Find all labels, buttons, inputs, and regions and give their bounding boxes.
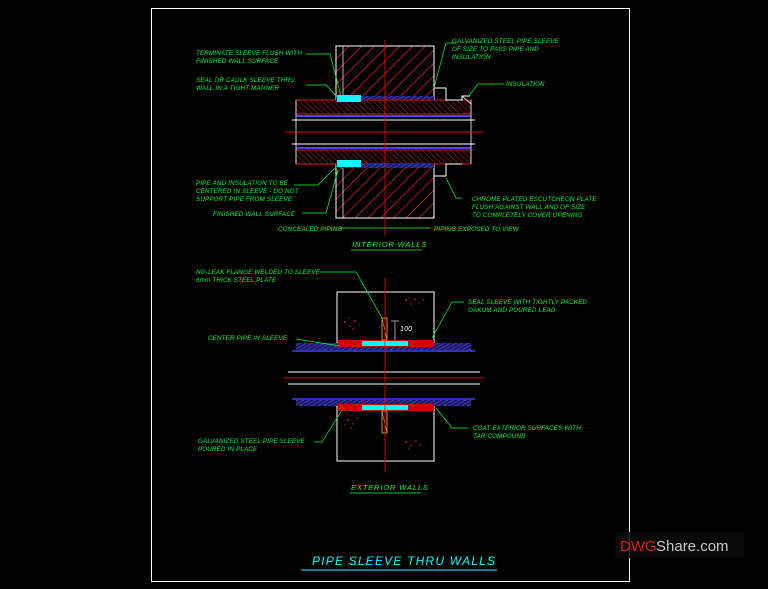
note-terminate-2: FINISHED WALL SURFACE	[196, 58, 279, 65]
interior-wall-detail	[284, 40, 484, 236]
interior-walls-title: INTERIOR WALLS	[352, 240, 427, 249]
note-coat-2: TAR COMPOUND	[473, 433, 526, 440]
interior-notes: TERMINATE SLEEVE FLUSH WITH FINISHED WAL…	[196, 38, 597, 251]
watermark-share: Share.com	[656, 538, 729, 555]
note-seal-1: SEAL OR CAULK SLEEVE THRU	[196, 77, 295, 84]
note-galv-3: INSULATION	[452, 54, 491, 61]
exterior-notes: NO-LEAK FLANGE WELDED TO SLEEVE 6mm THIC…	[196, 269, 587, 494]
note-chrome-3: TO COMPLETELY COVER OPENING	[472, 212, 583, 219]
watermark: DWG Share.com	[615, 532, 744, 558]
interior-seal-top	[337, 95, 361, 102]
exterior-leaders	[295, 271, 468, 443]
note-chrome-1: CHROME PLATED ESCUTCHEON PLATE	[472, 196, 597, 203]
watermark-dwg: DWG	[620, 538, 657, 555]
drawing-title: PIPE SLEEVE THRU WALLS	[312, 554, 496, 568]
note-finished-wall: FINISHED WALL SURFACE	[213, 211, 296, 218]
drawing-border	[151, 8, 630, 582]
note-coat-1: COAT EXTERIOR SURFACES WITH	[473, 425, 581, 432]
interior-seal-bottom	[337, 160, 361, 167]
interior-insulation-top	[295, 99, 472, 115]
note-flange-1: NO-LEAK FLANGE WELDED TO SLEEVE	[196, 269, 321, 276]
note-terminate-1: TERMINATE SLEEVE FLUSH WITH	[196, 50, 302, 57]
note-ext-galv-1: GALVANIZED STEEL PIPE SLEEVE	[198, 438, 306, 445]
note-ext-galv-2: POURED IN PLACE	[198, 446, 258, 453]
note-insulation: INSULATION	[506, 81, 545, 88]
note-pipe-3: SUPPORT PIPE FROM SLEEVE	[196, 196, 293, 203]
interior-leaders	[294, 42, 504, 229]
dimension-100: 100	[400, 326, 412, 333]
note-pipe-1: PIPE AND INSULATION TO BE	[196, 180, 289, 187]
note-flange-2: 6mm THICK STEEL PLATE	[196, 277, 277, 284]
note-center-pipe: CENTER PIPE IN SLEEVE	[208, 335, 288, 342]
note-concealed: CONCEALED PIPING	[278, 226, 342, 233]
exterior-walls-title: EXTERIOR WALLS	[351, 483, 429, 492]
note-ext-seal-2: OAKUM AND POURED LEAD	[468, 307, 556, 314]
note-seal-2: WALL IN A TIGHT MANNER	[196, 85, 279, 92]
note-chrome-2: FLUSH AGAINST WALL AND OF SIZE	[472, 204, 586, 211]
note-ext-seal-1: SEAL SLEEVE WITH TIGHTLY PACKED	[468, 299, 587, 306]
interior-insulation-bottom	[295, 149, 472, 165]
note-galv-2: OF SIZE TO PASS PIPE AND	[452, 46, 539, 53]
note-galv-1: GALVANIZED STEEL PIPE SLEEVE	[452, 38, 560, 45]
note-exposed: PIPING EXPOSED TO VIEW	[434, 226, 520, 233]
exterior-wall-detail: 100	[284, 278, 484, 472]
note-pipe-2: CENTERED IN SLEEVE - DO NOT	[196, 188, 300, 195]
